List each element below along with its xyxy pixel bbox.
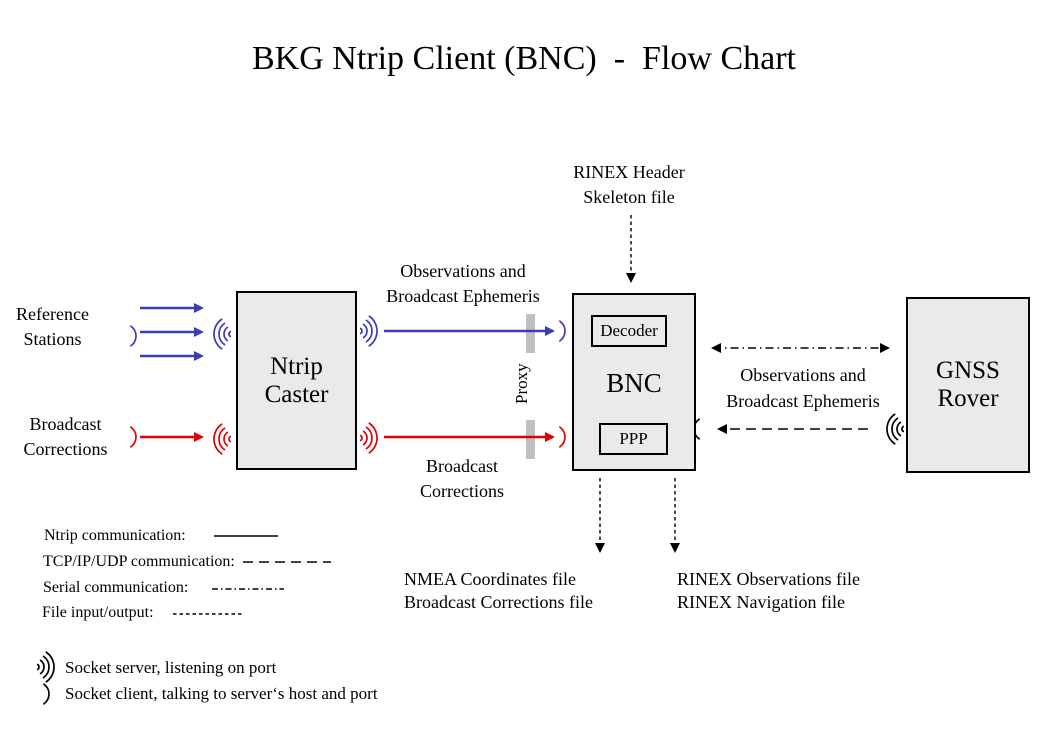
reference-station-arrows [140, 303, 204, 361]
page-title: BKG Ntrip Client (BNC) - Flow Chart [252, 40, 796, 77]
bnc-box: Decoder BNC PPP [572, 293, 696, 471]
rinex-output-files-label: RINEX Observations file RINEX Navigation… [677, 569, 860, 612]
ntrip-caster-box: Ntrip Caster [236, 291, 357, 470]
bnc-label: BNC [606, 368, 662, 398]
legend-item-tcp: TCP/IP/UDP communication: [43, 553, 235, 570]
decoder-label: Decoder [600, 321, 658, 340]
legend-item-ntrip: Ntrip communication: [44, 527, 186, 544]
socket-server-icon [36, 651, 55, 683]
legend-item-file-io: File input/output: [42, 604, 154, 621]
ppp-label: PPP [619, 429, 648, 448]
decoder-box: Decoder [591, 315, 667, 347]
reference-stations-label: Reference Stations [16, 304, 89, 349]
nmea-output-files-label: NMEA Coordinates file Broadcast Correcti… [404, 569, 593, 612]
socket-server-icon [213, 318, 232, 350]
socket-server-icon [886, 413, 905, 445]
socket-server-icon [359, 422, 378, 454]
rinex-header-skeleton-label: RINEX Header Skeleton file [573, 162, 685, 207]
socket-server-icon [213, 423, 232, 455]
socket-client-icon [559, 320, 566, 342]
broadcast-corrections-stream-label: Broadcast Corrections [420, 456, 504, 501]
socket-server-legend: Socket server, listening on port [65, 658, 277, 677]
socket-client-icon [43, 683, 50, 705]
proxy-label: Proxy [512, 363, 531, 405]
socket-client-icon [130, 325, 137, 347]
proxy-bar-top [526, 314, 535, 353]
ntrip-caster-label: Ntrip Caster [264, 352, 329, 408]
observations-ephemeris-stream-label: Observations and Broadcast Ephemeris [386, 261, 540, 306]
socket-client-icon [130, 426, 137, 448]
broadcast-corrections-input-label: Broadcast Corrections [23, 414, 108, 459]
gnss-rover-label: GNSS Rover [936, 357, 1000, 412]
socket-client-legend: Socket client, talking to server‘s host … [65, 684, 378, 703]
legend-item-serial: Serial communication: [43, 579, 189, 596]
ppp-box: PPP [599, 423, 668, 455]
observations-ephemeris-rover-label: Observations and Broadcast Ephemeris [726, 365, 880, 411]
gnss-rover-box: GNSS Rover [906, 297, 1030, 473]
socket-client-icon [559, 426, 566, 448]
socket-server-icon [359, 315, 378, 347]
